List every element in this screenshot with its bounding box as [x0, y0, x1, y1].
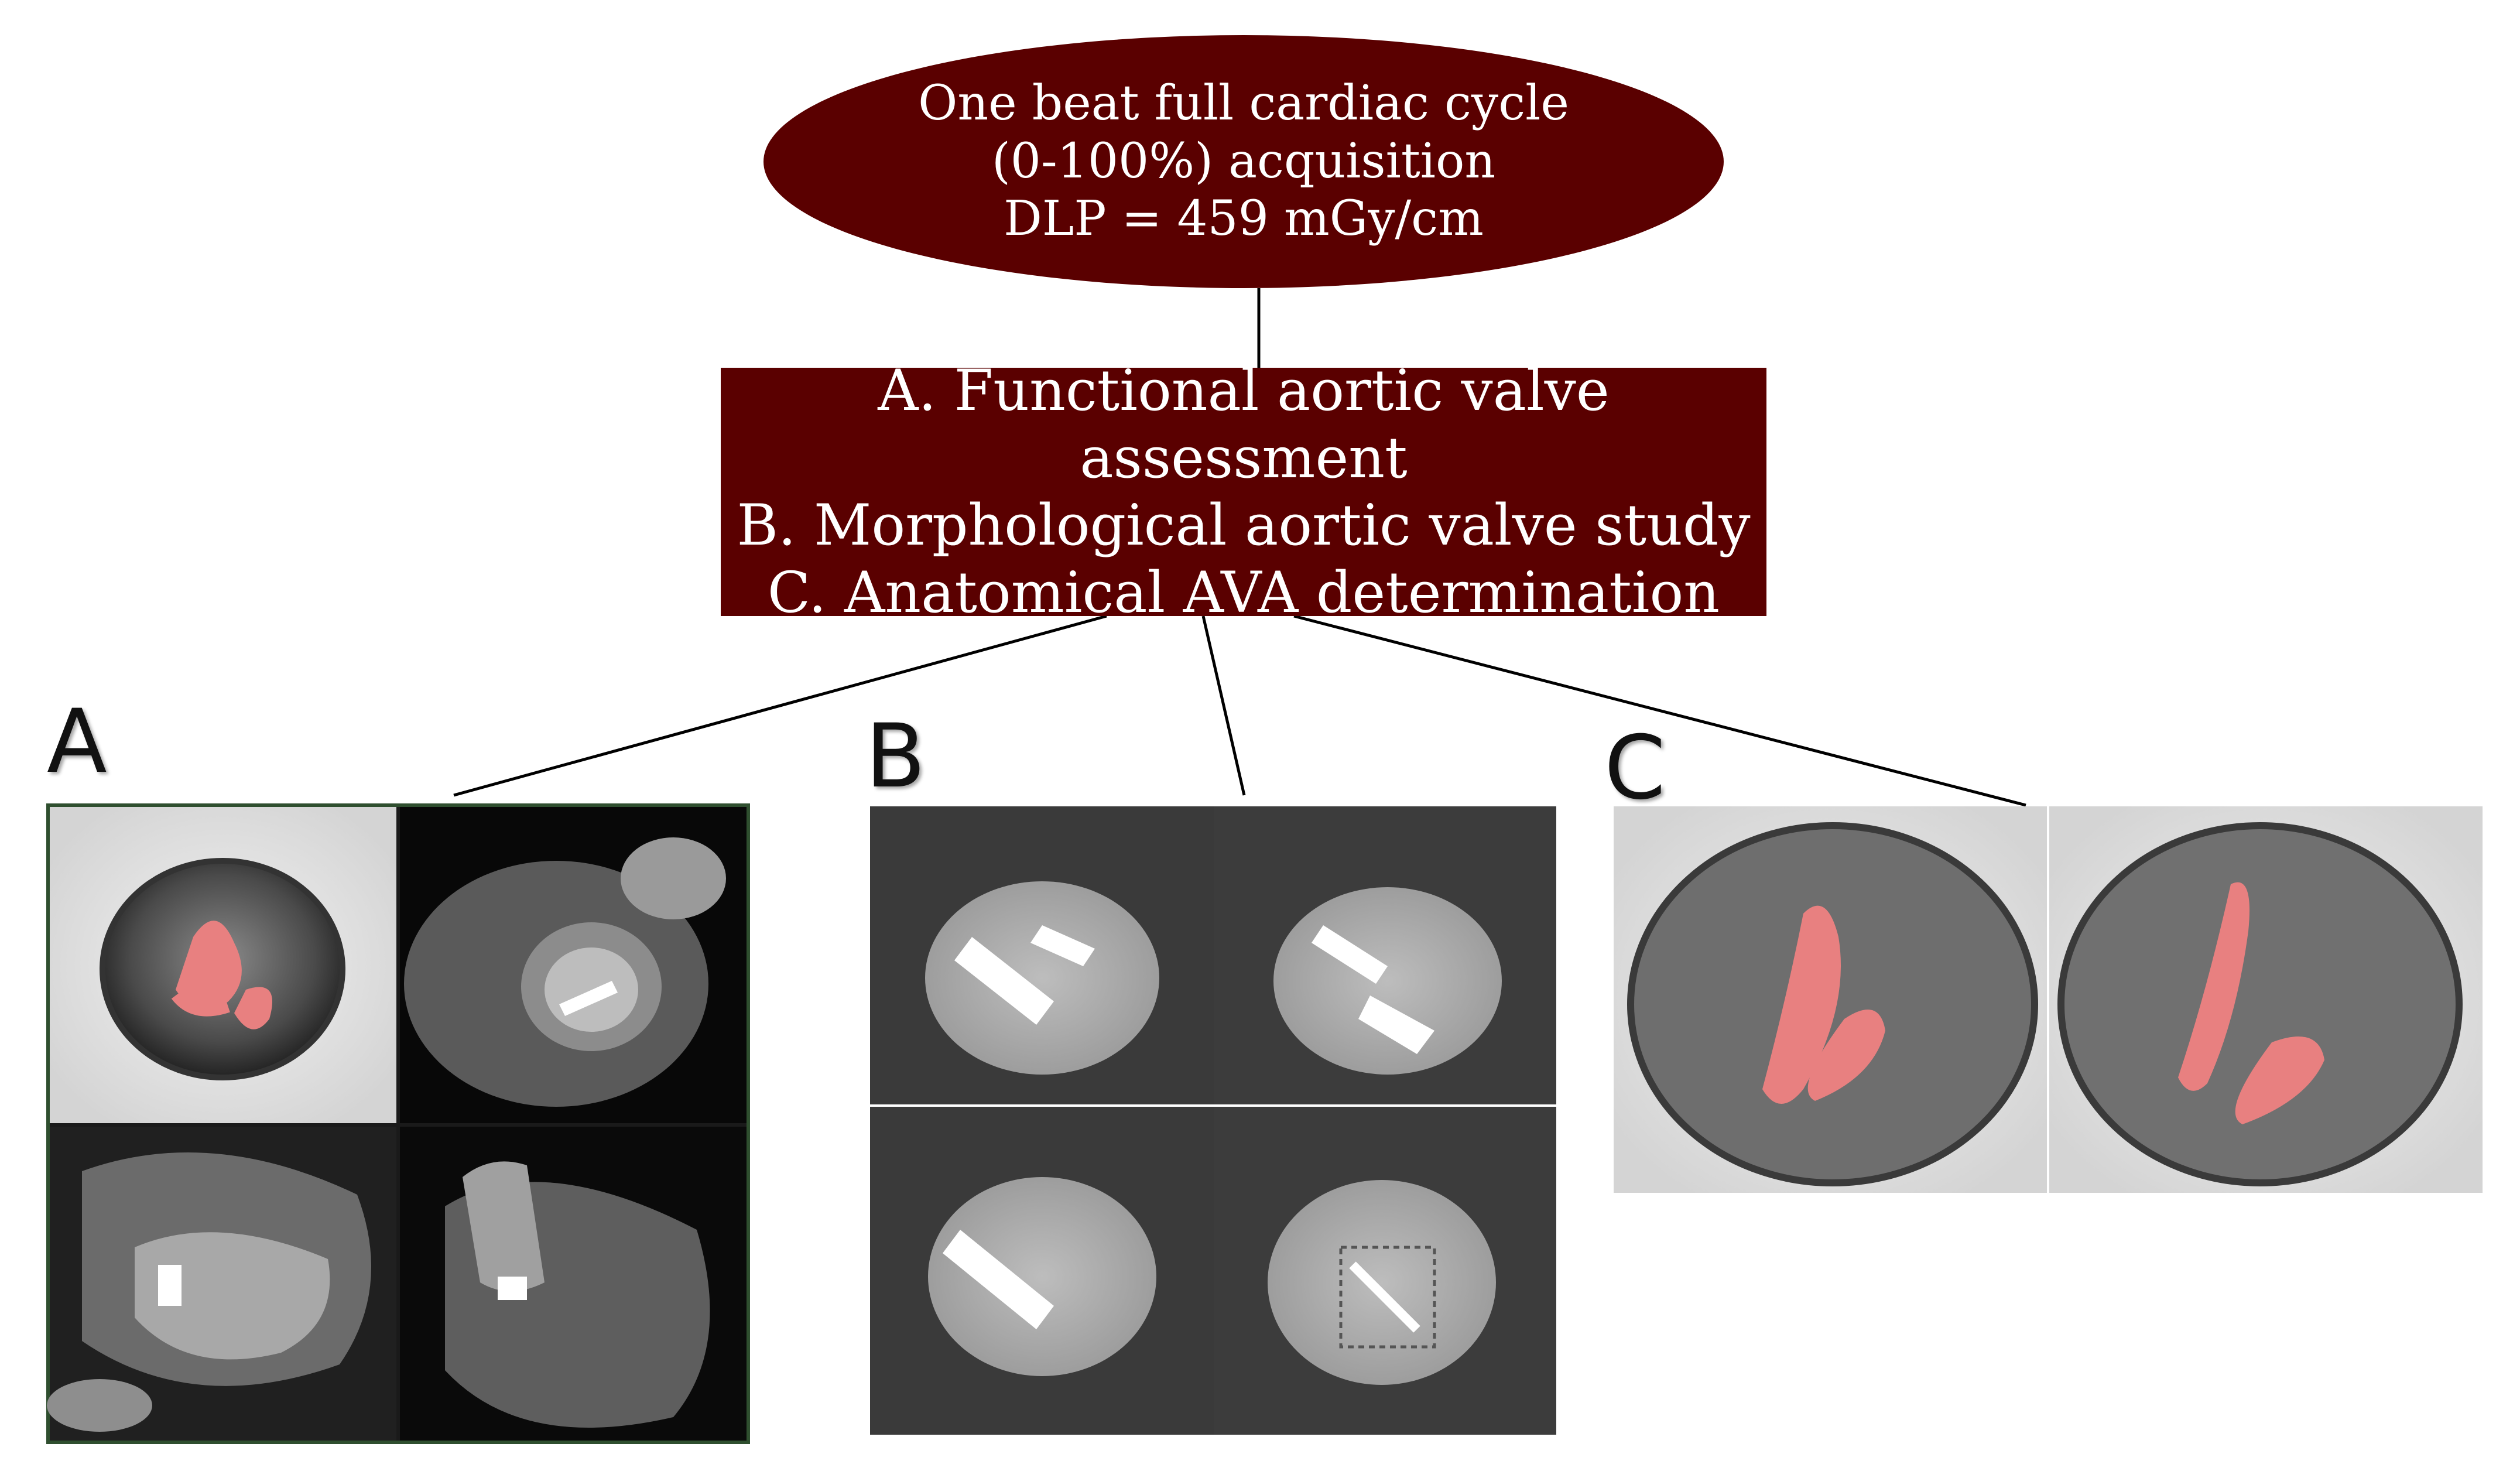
acquisition-line-1: One beat full cardiac cycle — [918, 76, 1569, 132]
panel-a-3d-valve-view — [50, 807, 396, 1123]
panel-label-b: B — [865, 706, 926, 808]
panel-c-render-1 — [1614, 806, 2047, 1193]
acquisition-line-3: DLP = 459 mGy/cm — [1004, 191, 1484, 247]
panel-c-render-2 — [2049, 806, 2483, 1193]
analyses-node: A. Functional aortic valve assessment B.… — [721, 358, 1766, 625]
panel-a-ct-axial-view — [400, 807, 747, 1123]
connector-box-a — [453, 614, 1107, 797]
panel-b-view-2 — [1214, 806, 1556, 1104]
acquisition-node: One beat full cardiac cycle (0-100%) acq… — [763, 35, 1724, 288]
panel-b-view-1 — [870, 806, 1214, 1104]
connector-box-b — [1201, 615, 1246, 796]
analysis-line-b: B. Morphological aortic valve study — [737, 492, 1751, 558]
analysis-line-a: A. Functional aortic valve assessment — [878, 357, 1610, 491]
connector-box-c — [1293, 614, 2026, 807]
panel-b-view-3 — [870, 1107, 1214, 1435]
panel-label-a: A — [47, 691, 107, 793]
panel-a-ct-long-axis-view — [47, 1127, 396, 1441]
panel-b-view-4 — [1214, 1107, 1556, 1435]
panel-label-c: C — [1604, 717, 1666, 819]
panel-a-ct-coronal-view — [400, 1127, 747, 1441]
analysis-line-c: C. Anatomical AVA determination — [767, 560, 1720, 626]
acquisition-line-2: (0-100%) acquisition — [991, 133, 1496, 189]
